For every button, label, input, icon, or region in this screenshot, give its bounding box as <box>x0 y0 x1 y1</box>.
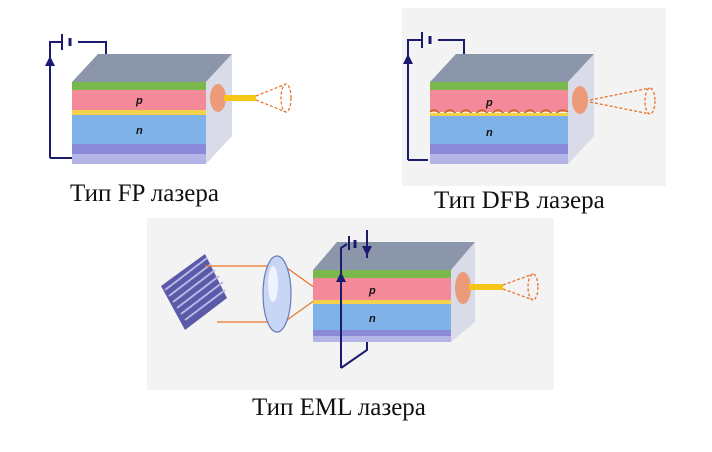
fp-laser-panel: p n <box>20 18 310 218</box>
dfb-n-layer <box>430 116 568 144</box>
fp-n-label: n <box>136 125 143 137</box>
fp-n-layer <box>72 115 206 144</box>
dfb-top-face <box>430 54 594 82</box>
fp-laser-diagram: p n <box>45 34 292 164</box>
fp-caption: Тип FP лазера <box>70 180 219 207</box>
eml-laser-beam <box>469 284 503 290</box>
fp-active-layer <box>72 110 206 115</box>
fp-current-arrow-up <box>45 56 55 66</box>
eml-circuit-wire <box>340 230 368 369</box>
eml-lens-highlight <box>268 266 278 302</box>
fp-p-label: p <box>135 95 143 107</box>
eml-n-label: n <box>369 313 376 325</box>
eml-current-arrow-down <box>362 246 372 256</box>
fp-top-face <box>72 54 232 82</box>
dfb-p-label: p <box>485 97 493 109</box>
dfb-green-layer <box>430 82 568 90</box>
eml-green-layer <box>313 270 451 278</box>
eml-caption: Тип EML лазера <box>252 394 426 421</box>
eml-laser-panel: p n <box>147 218 554 390</box>
dfb-grating <box>429 109 569 115</box>
eml-active-layer <box>313 300 451 304</box>
eml-top-face <box>313 242 475 270</box>
fp-beam-cone <box>255 83 292 113</box>
dfb-caption: Тип DFB лазера <box>434 187 605 214</box>
eml-laser-diagram: p n <box>161 230 539 369</box>
dfb-bottom-layer <box>430 144 568 154</box>
eml-optical-path <box>205 265 316 323</box>
dfb-active-layer <box>430 113 568 116</box>
dfb-current-arrow-up <box>403 54 413 64</box>
dfb-p-layer <box>430 90 568 112</box>
dfb-emission-glow <box>572 86 588 114</box>
eml-base-layer <box>313 336 451 342</box>
dfb-beam-cone <box>589 87 656 115</box>
eml-n-layer <box>313 304 451 330</box>
fp-laser-beam <box>224 95 256 101</box>
eml-beam-cone <box>502 273 539 301</box>
eml-current-arrow-up <box>336 272 346 282</box>
fp-green-layer <box>72 82 206 90</box>
dfb-base-layer <box>430 154 568 164</box>
eml-p-layer <box>313 278 451 300</box>
eml-emission-glow <box>455 272 471 304</box>
fp-emission-glow <box>210 84 226 112</box>
eml-grating-block <box>161 254 227 330</box>
eml-bottom-layer <box>313 330 451 336</box>
fp-bottom-layer <box>72 144 206 154</box>
fp-p-layer <box>72 90 206 110</box>
fp-base-layer <box>72 154 206 164</box>
dfb-laser-diagram: p n <box>403 32 656 164</box>
dfb-laser-panel: p n <box>400 18 690 218</box>
dfb-n-label: n <box>486 127 493 139</box>
eml-p-label: p <box>368 285 376 297</box>
